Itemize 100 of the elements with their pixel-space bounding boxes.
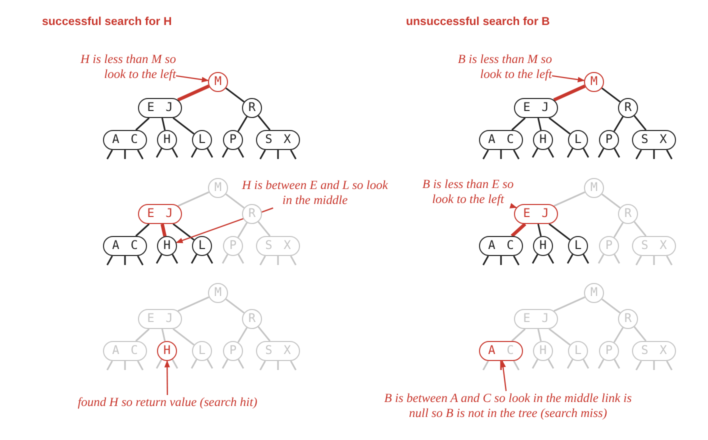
tree-node: L — [568, 341, 588, 361]
tree-node: E J — [138, 204, 182, 224]
tree-link — [172, 328, 194, 346]
tree-node: R — [618, 204, 638, 224]
tree-node: R — [242, 98, 262, 118]
tree-link — [548, 117, 570, 135]
tree-node: H — [157, 130, 177, 150]
tree-link — [634, 221, 647, 236]
null-link — [190, 359, 198, 369]
tree-link — [237, 327, 248, 343]
null-link — [290, 150, 296, 160]
panel-heading: successful search for H — [42, 16, 172, 28]
null-link — [482, 360, 489, 370]
null-link — [260, 256, 266, 266]
tree-node: P — [599, 130, 619, 150]
null-link — [566, 359, 574, 369]
tree-node: H — [533, 236, 553, 256]
null-link — [482, 150, 489, 160]
null-link — [222, 359, 228, 369]
tree-node: S X — [256, 236, 300, 256]
tree-link — [634, 326, 647, 342]
tree-node: M — [584, 283, 604, 303]
tree-node: S X — [632, 341, 676, 361]
null-link — [653, 150, 655, 159]
tree-node: A C — [479, 130, 523, 150]
leader-arrow — [509, 203, 517, 208]
tree-node: M — [208, 72, 228, 92]
null-link — [582, 359, 590, 369]
null-link — [190, 254, 198, 264]
tree-node: S X — [632, 236, 676, 256]
tree-node: E J — [514, 204, 558, 224]
tree-node: L — [192, 130, 212, 150]
null-link — [513, 256, 520, 266]
null-link — [666, 360, 672, 370]
tree-node: E J — [138, 98, 182, 118]
null-link — [513, 360, 520, 370]
annotation-text: B is less than M so look to the left — [434, 52, 552, 82]
tree-node: L — [568, 236, 588, 256]
null-link — [156, 359, 162, 369]
tree-link — [237, 222, 248, 238]
tree-link — [161, 328, 166, 342]
null-link — [172, 148, 178, 158]
tree-link — [537, 224, 542, 236]
null-link — [124, 256, 126, 265]
tree-node: R — [618, 309, 638, 329]
null-link — [532, 254, 538, 264]
null-link — [222, 148, 228, 158]
tree-link — [160, 224, 167, 237]
null-link — [172, 254, 178, 264]
null-link — [137, 256, 144, 266]
null-link — [666, 150, 672, 160]
null-link — [636, 150, 642, 160]
tree-link — [548, 223, 570, 241]
null-link — [106, 150, 113, 160]
annotation-text: H is less than M so look to the left — [58, 52, 176, 82]
tree-node: P — [599, 236, 619, 256]
null-link — [500, 256, 502, 265]
null-link — [277, 256, 279, 265]
tree-node: P — [223, 341, 243, 361]
null-link — [260, 150, 266, 160]
leader-arrow — [176, 75, 209, 82]
null-link — [653, 256, 655, 265]
tree-link — [601, 87, 621, 103]
tree-link — [554, 191, 586, 207]
tree-link — [237, 116, 248, 132]
tree-node: H — [157, 341, 177, 361]
tree-node: P — [599, 341, 619, 361]
annotation-text: found H so return value (search hit) — [50, 395, 285, 410]
tree-link — [135, 117, 150, 131]
tree-node: H — [533, 130, 553, 150]
null-link — [500, 150, 502, 159]
leader-arrow — [176, 207, 274, 244]
null-link — [513, 150, 520, 160]
null-link — [582, 254, 590, 264]
null-link — [277, 361, 279, 370]
null-link — [156, 254, 162, 264]
null-link — [548, 148, 554, 158]
tree-node: A C — [479, 236, 523, 256]
null-link — [598, 359, 604, 369]
tree-link — [601, 298, 621, 314]
tree-node: L — [192, 236, 212, 256]
tree-node: A C — [479, 341, 523, 361]
null-link — [566, 148, 574, 158]
null-link — [124, 361, 126, 370]
null-link — [172, 359, 178, 369]
tree-link — [537, 328, 542, 342]
tree-node: M — [584, 72, 604, 92]
tree-link — [553, 84, 586, 102]
null-link — [290, 360, 296, 370]
tree-node: M — [208, 178, 228, 198]
null-link — [598, 148, 604, 158]
null-link — [614, 148, 620, 158]
null-link — [582, 148, 590, 158]
null-link — [190, 148, 198, 158]
tree-node: E J — [514, 309, 558, 329]
null-link — [548, 254, 554, 264]
tree-node: H — [533, 341, 553, 361]
tree-node: A C — [103, 130, 147, 150]
null-link — [222, 254, 228, 264]
tree-node: S X — [256, 341, 300, 361]
